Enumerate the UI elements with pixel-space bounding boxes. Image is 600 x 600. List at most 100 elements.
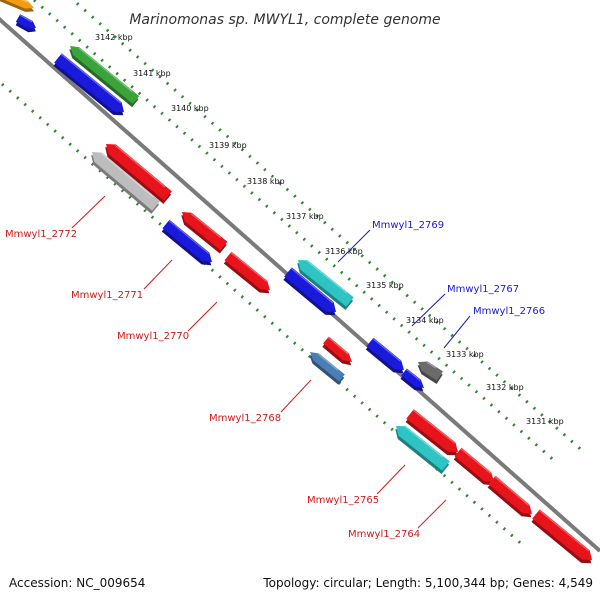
gene-arrow-highlight: [60, 53, 122, 104]
gene-arrow[interactable]: [486, 475, 536, 522]
gene-arrow-highlight: [318, 353, 339, 371]
kbp-tick-label: 3131 kbp: [526, 417, 564, 426]
gene-label-leader: [280, 379, 312, 413]
gene-label-leader: [143, 259, 173, 290]
gene-label-leader: [187, 301, 218, 332]
gene-arrow-highlight: [412, 409, 456, 444]
gene-arrow-highlight: [190, 213, 221, 238]
gene-arrow-highlight: [460, 448, 492, 474]
ring-dotted-line: [1, 82, 528, 550]
gene-label-leader: [376, 464, 406, 495]
map-title: Marinomonas sp. MWYL1, complete genome: [129, 12, 440, 28]
gene-arrow-face: [454, 447, 495, 483]
gene-arrow-face: [0, 0, 34, 9]
kbp-tick-label: 3136 kbp: [325, 247, 363, 256]
gene-arrow[interactable]: [86, 147, 161, 214]
gene-label-leader: [411, 293, 446, 327]
gene-label[interactable]: Mmwyl1_2765: [307, 495, 379, 506]
gene-arrow-face: [182, 212, 228, 251]
gene-arrow[interactable]: [100, 139, 173, 204]
gene-arrow-face: [418, 361, 443, 381]
gene-arrow-face: [532, 509, 592, 560]
gene-arrow-highlight: [404, 426, 444, 458]
kbp-tick-label: 3134 kbp: [406, 316, 444, 325]
gene-arrow[interactable]: [530, 509, 597, 568]
gene-arrow-face: [298, 260, 354, 307]
gene-label[interactable]: Mmwyl1_2770: [117, 331, 189, 342]
gene-arrow-highlight: [168, 220, 210, 254]
gene-arrow-highlight: [100, 152, 154, 198]
gene-arrow-face: [366, 337, 404, 370]
gene-arrow[interactable]: [390, 421, 451, 474]
kbp-tick-label: 3140 kbp: [171, 104, 209, 113]
gene-arrow-highlight: [306, 260, 348, 294]
gene-label[interactable]: Mmwyl1_2766: [473, 306, 545, 317]
gene-arrow-face: [70, 46, 140, 104]
gene-arrow[interactable]: [321, 336, 356, 369]
gene-arrow[interactable]: [0, 0, 37, 15]
gene-arrow-face: [54, 53, 125, 112]
gene-arrow-highlight: [327, 336, 349, 355]
gene-arrow[interactable]: [404, 409, 462, 460]
gene-label[interactable]: Mmwyl1_2772: [5, 229, 77, 240]
kbp-tick-label: 3132 kbp: [486, 383, 524, 392]
gene-label[interactable]: Mmwyl1_2764: [348, 529, 420, 540]
gene-arrow-highlight: [426, 361, 437, 369]
gene-arrow-highlight: [19, 14, 33, 23]
gene-arrow-face: [15, 14, 37, 29]
gene-arrow-face: [401, 368, 425, 389]
gene-arrow[interactable]: [52, 53, 129, 120]
gene-label[interactable]: Mmwyl1_2767: [447, 284, 519, 295]
kbp-tick-label: 3141 kbp: [133, 69, 171, 78]
ring-tick-dots: [1, 0, 588, 550]
gene-arrow-highlight: [290, 267, 334, 304]
ring-dotted-line: [71, 0, 588, 456]
gene-arrow-highlight: [494, 476, 530, 506]
kbp-tick-label: 3137 kbp: [286, 212, 324, 221]
gene-arrow-highlight: [230, 252, 267, 282]
kbp-tick-label: 3133 kbp: [446, 350, 484, 359]
gene-label[interactable]: Mmwyl1_2768: [209, 413, 281, 424]
gene-arrow[interactable]: [223, 251, 275, 298]
gene-label[interactable]: Mmwyl1_2771: [71, 290, 143, 301]
gene-arrow[interactable]: [14, 14, 39, 35]
gene-arrow[interactable]: [65, 42, 140, 108]
gene-arrow[interactable]: [292, 255, 355, 310]
gene-arrow-face: [396, 426, 450, 471]
kbp-tick-label: 3138 kbp: [247, 177, 285, 186]
gene-label[interactable]: Mmwyl1_2769: [372, 220, 444, 231]
gene-label-leader: [337, 229, 371, 263]
gene-arrow[interactable]: [399, 368, 428, 394]
gene-arrow-highlight: [538, 509, 590, 552]
gene-arrow-highlight: [372, 338, 402, 362]
gene-label-leader: [71, 195, 106, 229]
gene-arrow-face: [310, 352, 345, 382]
gene-arrow[interactable]: [282, 267, 341, 319]
accession-text: Accession: NC_009654: [9, 576, 145, 590]
topology-summary-text: Topology: circular; Length: 5,100,344 bp…: [262, 576, 593, 590]
gene-arrow-face: [284, 267, 336, 313]
gene-arrow[interactable]: [177, 208, 229, 254]
gene-arrow-face: [92, 152, 160, 211]
gene-features: [0, 0, 597, 568]
gene-arrow[interactable]: [453, 447, 499, 490]
gene-arrow[interactable]: [365, 337, 409, 378]
gene-labels: Mmwyl1_2772Mmwyl1_2771Mmwyl1_2770Mmwyl1_…: [5, 195, 545, 540]
gene-label-leader: [417, 499, 447, 529]
gene-arrow-highlight: [78, 47, 133, 93]
gene-arrow[interactable]: [413, 357, 444, 384]
gene-arrow-face: [488, 475, 533, 515]
kbp-tick-label: 3135 kbp: [366, 281, 404, 290]
kbp-tick-label: 3142 kbp: [95, 33, 133, 42]
gene-arrow-face: [323, 336, 353, 363]
gene-arrow-face: [162, 219, 213, 263]
gene-arrow-face: [106, 144, 172, 201]
ring-dotted-line: [33, 0, 560, 466]
gene-arrow-highlight: [114, 144, 166, 188]
gene-arrow[interactable]: [305, 349, 346, 385]
gene-arrow[interactable]: [161, 219, 217, 270]
gene-label-leader: [443, 315, 471, 349]
